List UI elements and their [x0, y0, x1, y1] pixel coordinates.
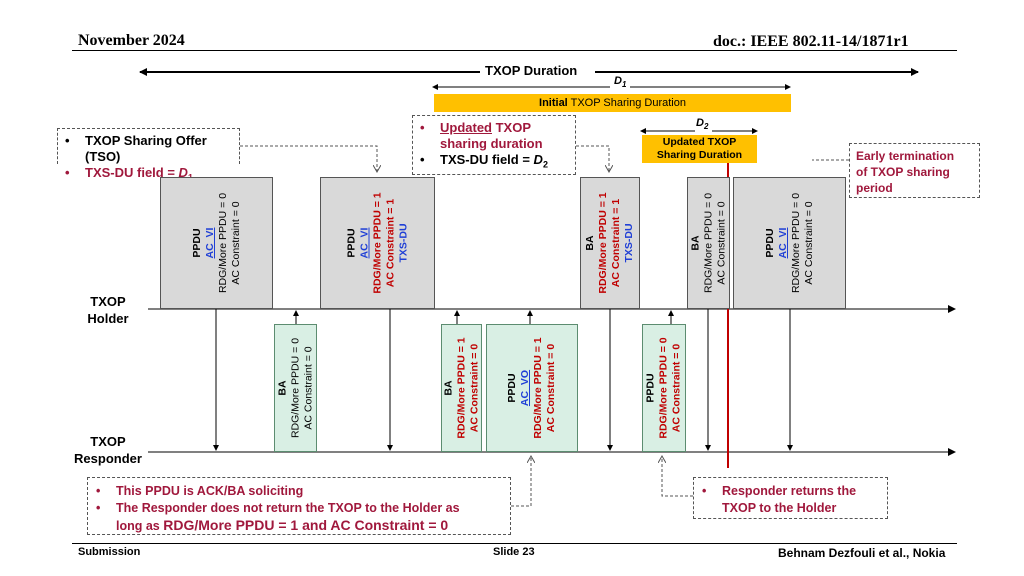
initial-sharing-duration-bar: Initial TXOP Sharing Duration [434, 94, 791, 112]
holder-frame-ppdu-1: PPDU AC_VI RDG/More PPDU = 0 AC Constrai… [160, 177, 273, 309]
connector-bottom-right [662, 456, 693, 497]
d2-label: D2 [696, 117, 709, 132]
footer-rule [72, 543, 957, 544]
connector-tso [240, 145, 377, 172]
holder-frame-ppdu-2: PPDU AC_VI RDG/More PPDU = 1 AC Constrai… [320, 177, 435, 309]
connector-update [576, 145, 609, 172]
tso-callout-text: TXOP Sharing Offer (TSO) TXS-DU field = … [57, 133, 257, 186]
connector-bottom-left [511, 456, 531, 507]
soliciting-callout: This PPDU is ACK/BA soliciting The Respo… [87, 477, 511, 535]
update-callout-text: Updated TXOP sharing duration TXS-DU fie… [412, 120, 576, 173]
responder-frame-ppdu-2: PPDU RDG/More PPDU = 0 AC Constraint = 0 [642, 324, 686, 452]
holder-frame-ppdu-3: PPDU AC_VI RDG/More PPDU = 0 AC Constrai… [733, 177, 846, 309]
header-rule [72, 50, 957, 51]
txop-duration-label: TXOP Duration [485, 63, 578, 78]
header-date: November 2024 [78, 32, 185, 49]
responder-frame-ba-2: BA RDG/More PPDU = 1 AC Constraint = 0 [441, 324, 482, 452]
responder-frame-ba-1: BA RDG/More PPDU = 0 AC Constraint = 0 [274, 324, 317, 452]
responder-frame-ppdu-1: PPDU AC_VO RDG/More PPDU = 1 AC Constrai… [486, 324, 578, 452]
footer-submission: Submission [78, 546, 141, 558]
footer-authors: Behnam Dezfouli et al., Nokia [778, 546, 946, 560]
header-doc-id: doc.: IEEE 802.11-14/1871r1 [713, 33, 909, 50]
returns-txop-callout: Responder returns the TXOP to the Holder [693, 477, 888, 519]
holder-frame-ba-2: BA RDG/More PPDU = 0 AC Constraint = 0 [687, 177, 730, 309]
holder-frame-ba-1: BA RDG/More PPDU = 1 AC Constraint = 1 T… [580, 177, 640, 309]
footer-slide-number: Slide 23 [493, 546, 535, 558]
d1-label: D1 [614, 75, 627, 90]
